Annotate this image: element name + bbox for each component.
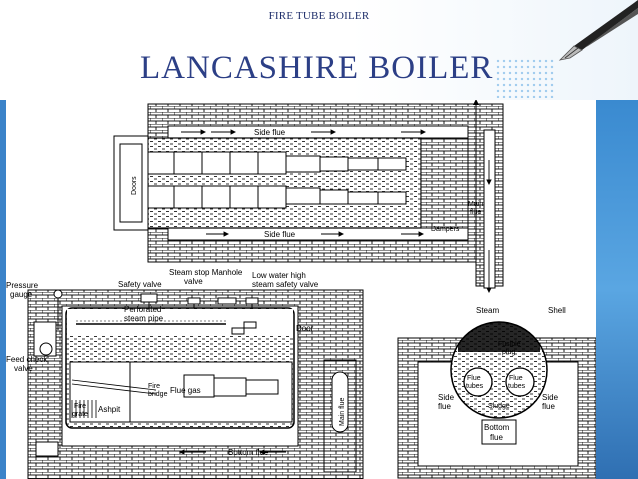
- feed-check-valve-label-2: valve: [14, 364, 33, 373]
- steam-stop-valve-label-2: valve: [184, 277, 203, 286]
- fusible-plug-label: Fusible: [498, 341, 521, 348]
- flue-tubes-left-label: Flue: [467, 375, 481, 382]
- doors-label: Doors: [131, 176, 138, 195]
- perforated-pipe-label: Perforated: [124, 305, 161, 314]
- right-accent-band: [596, 100, 638, 479]
- ashpit-label: Ashpit: [98, 405, 121, 414]
- flue-gas-label: Flue gas: [170, 386, 201, 395]
- side-view: Main flue Safety valve Steam stop Manhol…: [6, 268, 364, 479]
- dampers-label: Dampers: [431, 226, 460, 233]
- bottom-flue-section-label-2: flue: [490, 433, 503, 442]
- fire-grate-label: Fire: [74, 403, 86, 410]
- slide-header: FIRE TUBE BOILER: [268, 10, 370, 22]
- shell-label: Shell: [548, 306, 566, 315]
- left-accent-band: [0, 100, 6, 479]
- low-water-valve-label: Low water high: [252, 271, 306, 280]
- section-view: Steam Shell Fusible plug Flue tubes Flue…: [397, 306, 596, 479]
- pressure-gauge-label: Pressure: [6, 281, 39, 290]
- dot-trail: [495, 58, 555, 98]
- side-flue-right-label-2: flue: [542, 402, 555, 411]
- main-flue-label-1: Main: [468, 201, 483, 208]
- steam-stop-valve-label: Steam stop Manhole: [169, 268, 243, 277]
- flue-tubes-left-label-2: tubes: [466, 383, 484, 390]
- bottom-flue-side-label: Bottom flue: [228, 448, 269, 457]
- fusible-plug-label-2: plug: [502, 349, 515, 356]
- fire-bridge-label: Fire: [148, 383, 160, 390]
- main-flue-side-label: Main flue: [339, 397, 346, 426]
- side-flue-left-label: Side: [438, 393, 455, 402]
- sludge-label: Sludge: [488, 403, 510, 410]
- lancashire-boiler-diagram: Doors Side flue Side flue Main flue Damp…: [6, 100, 596, 479]
- fire-grate-label-2: grate: [72, 411, 88, 418]
- slide-title: LANCASHIRE BOILER: [140, 50, 494, 86]
- flue-tubes-right-label: Flue: [509, 375, 523, 382]
- plan-view: Doors Side flue Side flue Main flue Damp…: [113, 100, 504, 294]
- fire-bridge-label-2: bridge: [148, 391, 168, 398]
- pressure-gauge-label-2: gauge: [10, 290, 33, 299]
- steam-label: Steam: [476, 306, 499, 315]
- side-flue-top-label: Side flue: [254, 128, 286, 137]
- perforated-pipe-label-2: steam pipe: [124, 314, 164, 323]
- fountain-pen-icon: [558, 0, 638, 61]
- main-flue-label-2: flue: [470, 209, 481, 216]
- flue-tubes-right-label-2: tubes: [508, 383, 526, 390]
- side-flue-bottom-label: Side flue: [264, 230, 296, 239]
- safety-valve-label: Safety valve: [118, 280, 162, 289]
- bottom-flue-section-label: Bottom: [484, 423, 510, 432]
- door-label: Door: [296, 324, 314, 333]
- low-water-valve-label-2: steam safety valve: [252, 280, 319, 289]
- feed-check-valve-label: Feed check: [6, 355, 48, 364]
- side-flue-right-label: Side: [542, 393, 559, 402]
- side-flue-left-label-2: flue: [438, 402, 451, 411]
